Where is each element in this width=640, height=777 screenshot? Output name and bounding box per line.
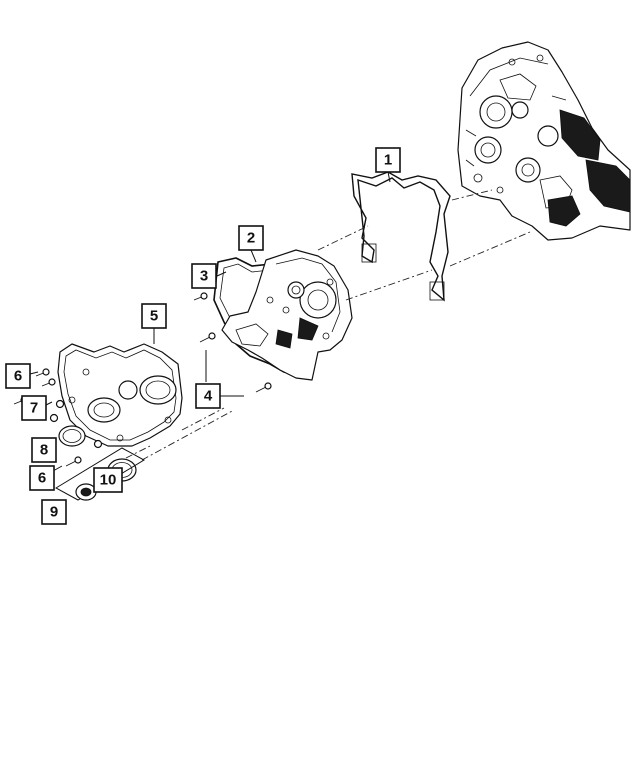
seal-10 — [75, 483, 97, 501]
front-cover-5 — [57, 343, 183, 447]
engine-block — [457, 41, 631, 241]
callout-label-2: 2 — [247, 230, 255, 247]
alignment-lines — [125, 189, 531, 461]
callout-3: 3 — [191, 263, 217, 289]
callout-2: 2 — [238, 225, 264, 251]
bolts-4 — [199, 332, 272, 393]
bolts-3 — [193, 292, 208, 301]
bolt-group-7 — [49, 399, 103, 449]
callout-8: 8 — [31, 437, 57, 463]
callout-6-upper: 6 — [5, 363, 31, 389]
callout-label-1: 1 — [384, 152, 392, 169]
callout-label-10: 10 — [100, 472, 117, 489]
callout-6-lower: 6 — [29, 465, 55, 491]
cover-housing-2 — [221, 249, 353, 381]
callout-label-6-lower: 6 — [38, 470, 46, 487]
callout-label-8: 8 — [40, 442, 48, 459]
callout-9: 9 — [41, 499, 67, 525]
callout-1: 1 — [375, 147, 401, 173]
gasket-1 — [351, 171, 451, 302]
callout-4: 4 — [195, 383, 221, 409]
seal-kit-box-9 — [54, 447, 146, 501]
callout-label-5: 5 — [150, 308, 158, 325]
callout-label-7: 7 — [30, 400, 38, 417]
callout-label-3: 3 — [200, 268, 208, 285]
callout-label-6-upper: 6 — [14, 368, 22, 385]
callout-5: 5 — [141, 303, 167, 329]
bolt-6-lower — [65, 456, 82, 467]
callout-7: 7 — [21, 395, 47, 421]
callout-label-9: 9 — [50, 504, 58, 521]
callout-10: 10 — [93, 467, 123, 493]
seal-ring-8 — [58, 425, 86, 447]
callout-label-4: 4 — [204, 388, 213, 405]
